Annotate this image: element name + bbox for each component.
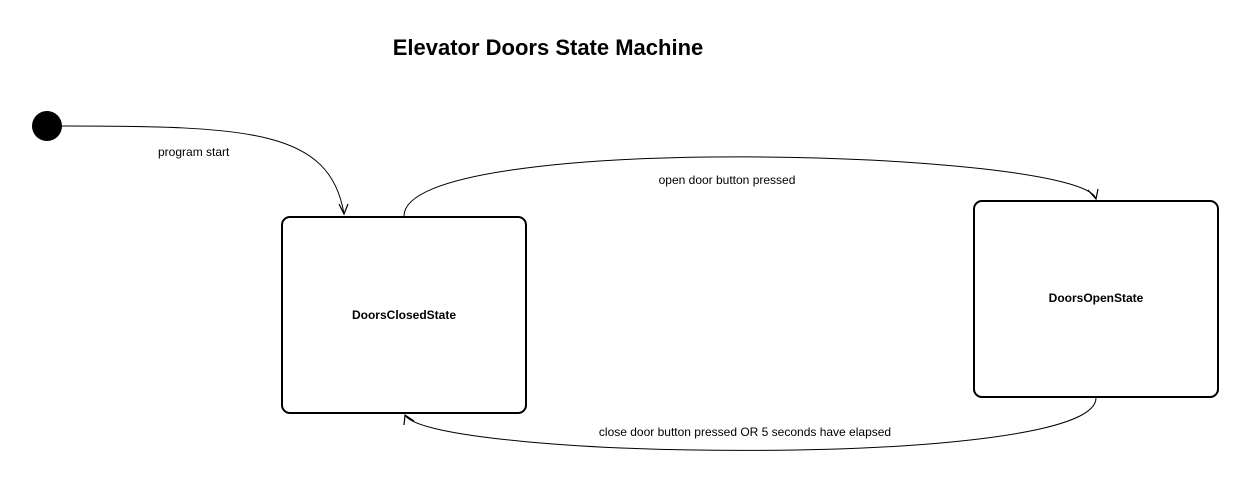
open-transition-edge	[403, 156, 1097, 217]
start-transition-label: program start	[158, 145, 230, 159]
close-transition-edge	[404, 397, 1097, 451]
diagram-title: Elevator Doors State Machine	[393, 35, 704, 60]
start-transition-arrowhead	[338, 203, 349, 216]
open-transition-arrowhead	[1087, 188, 1099, 201]
doors-open-state-label: DoorsOpenState	[1049, 291, 1144, 305]
doors-open-state[interactable]	[973, 200, 1219, 398]
open-transition-label: open door button pressed	[659, 173, 796, 187]
close-transition-label: close door button pressed OR 5 seconds h…	[599, 425, 891, 439]
doors-closed-state[interactable]	[281, 216, 527, 414]
initial-state-node	[32, 111, 62, 141]
doors-closed-state-label: DoorsClosedState	[352, 308, 456, 322]
start-transition-edge	[61, 125, 345, 215]
close-transition-arrowhead	[403, 413, 415, 426]
